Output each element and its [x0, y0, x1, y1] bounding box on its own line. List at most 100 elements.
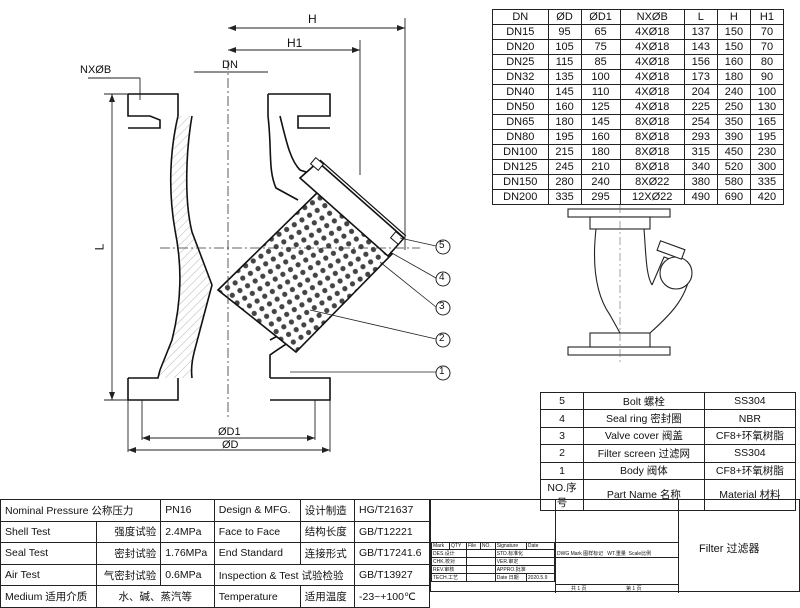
dimension-cell: 4XØ18	[619, 39, 685, 55]
dimension-cell: 100	[749, 84, 785, 100]
dimension-cell: DN125	[492, 159, 549, 175]
dimension-cell: DN25	[492, 54, 549, 70]
dimension-cell: 4XØ18	[619, 54, 685, 70]
rev-header: File	[466, 542, 481, 550]
dimension-cell: 335	[749, 174, 785, 190]
dimension-cell: 165	[749, 114, 785, 130]
spec-label: End Standard	[213, 542, 301, 565]
dimension-cell: 4XØ18	[619, 24, 685, 40]
col-header: NO.序号	[540, 478, 584, 511]
sheet-total: 共 1 页	[571, 586, 587, 592]
spec-label-cn: 设计制造	[299, 499, 356, 522]
dimension-cell: 350	[716, 114, 751, 130]
dimension-cell: 450	[716, 144, 751, 160]
exterior-view-drawing	[567, 205, 693, 363]
dim-NB: NXØB	[80, 64, 112, 76]
parts-table-header: NO.序号 Part Name 名称 Material 材料	[540, 478, 797, 511]
spec-standard: GB/T12221	[354, 520, 430, 544]
rev-header: QTY	[449, 542, 468, 550]
drawing-title: Filter 过滤器	[699, 543, 760, 555]
dimension-cell: 95	[547, 24, 582, 40]
part-number: 1	[540, 461, 584, 480]
dimension-cell: DN15	[492, 24, 549, 40]
col-header: ØD1	[580, 9, 621, 25]
dimension-cell: 335	[547, 189, 582, 205]
dimension-cell: 580	[716, 174, 751, 190]
dim-H1: H1	[287, 36, 303, 50]
dimension-cell: 195	[547, 129, 582, 145]
dimension-cell: 4XØ18	[619, 69, 685, 85]
dimension-cell: DN32	[492, 69, 549, 85]
dimension-cell: 90	[749, 69, 785, 85]
dimension-cell: 245	[547, 159, 582, 175]
dimension-cell: DN50	[492, 99, 549, 115]
dimension-cell: 8XØ18	[619, 159, 685, 175]
dim-L: L	[92, 243, 107, 251]
dimension-cell: 4XØ18	[619, 84, 685, 100]
dimension-cell: 225	[683, 99, 718, 115]
dimension-cell: 160	[547, 99, 582, 115]
dimension-cell: 70	[749, 24, 785, 40]
dimension-cell: 180	[580, 144, 621, 160]
dimension-cell: 315	[683, 144, 718, 160]
dimension-cell: 8XØ18	[619, 114, 685, 130]
dimension-cell: 150	[716, 24, 751, 40]
col-header: NXØB	[619, 9, 685, 25]
part-name: Bolt 螺栓	[583, 391, 705, 411]
balloon-3: 3	[439, 301, 445, 312]
dimension-cell: 295	[580, 189, 621, 205]
balloon-5: 5	[439, 240, 445, 251]
spec-label: Seal Test	[0, 542, 97, 565]
dimension-cell: 137	[683, 24, 718, 40]
date-value: 2020.5.9	[525, 573, 556, 582]
rev-header: Mark	[430, 542, 451, 550]
dimension-cell: 340	[683, 159, 718, 175]
dimension-cell: 380	[683, 174, 718, 190]
col-header: DN	[492, 9, 549, 25]
col-header: H1	[749, 9, 785, 25]
rev-header: Signature	[494, 542, 527, 550]
dimension-cell: 293	[683, 129, 718, 145]
dimension-cell: 254	[683, 114, 718, 130]
dimension-cell: 85	[580, 54, 621, 70]
part-number: 4	[540, 409, 584, 428]
balloon-1: 1	[439, 366, 445, 377]
dimension-cell: 70	[749, 39, 785, 55]
balloon-4: 4	[439, 272, 445, 283]
dimension-cell: DN200	[492, 189, 549, 205]
dimension-cell: 230	[749, 144, 785, 160]
dimension-cell: 160	[716, 54, 751, 70]
dim-H: H	[308, 12, 317, 26]
sign-label: Date 日期	[494, 573, 527, 582]
rev-header: NO.	[479, 542, 496, 550]
dimension-cell: DN65	[492, 114, 549, 130]
dimension-cell: 100	[580, 69, 621, 85]
spec-label: Medium 适用介质	[0, 585, 97, 608]
dimension-cell: 520	[716, 159, 751, 175]
part-number: 5	[540, 391, 584, 411]
dimension-cell: 300	[749, 159, 785, 175]
sign-label: TECH.工艺	[430, 573, 468, 582]
dimension-cell: 12XØ22	[619, 189, 685, 205]
dimension-cell: 180	[547, 114, 582, 130]
dwg-mark-header: DWG Mark 图样标记 WT.重量 Scale比例	[557, 551, 652, 557]
spec-label-cn: 密封试验	[95, 542, 162, 565]
dimension-cell: 65	[580, 24, 621, 40]
dimension-cell: DN150	[492, 174, 549, 190]
sign-label: DES.设计	[430, 549, 468, 558]
spec-label: Temperature	[213, 585, 301, 608]
dimension-cell: DN80	[492, 129, 549, 145]
